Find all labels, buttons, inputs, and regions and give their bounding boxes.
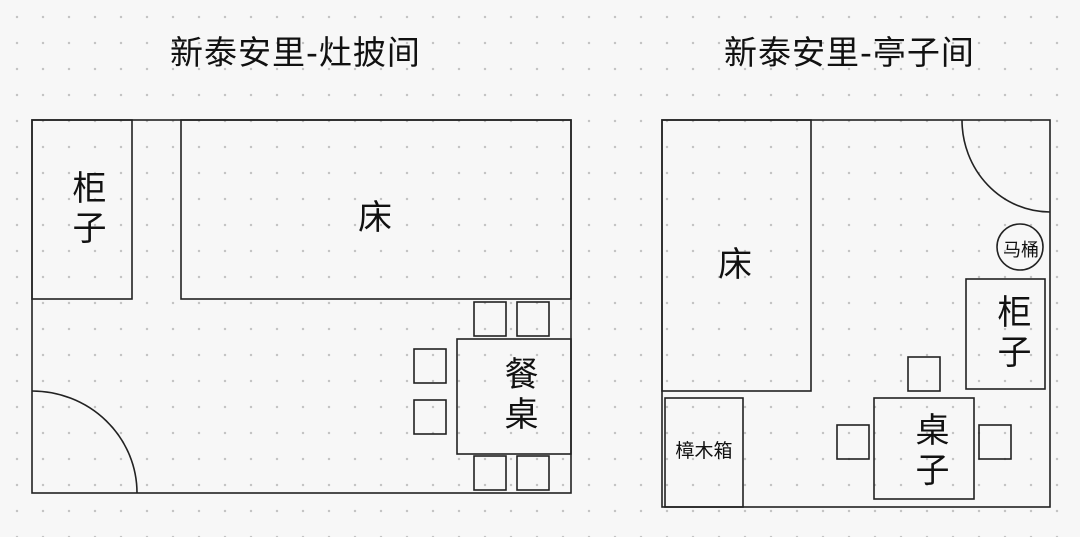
chair-top-left — [473, 301, 507, 337]
right-door-swing — [961, 119, 1051, 213]
camphor-chest — [664, 397, 744, 508]
left-room-outline — [31, 119, 572, 494]
right-cabinet-label: 柜子 — [991, 294, 1031, 374]
table-chair-left — [836, 424, 870, 460]
left-door-swing — [31, 390, 138, 494]
camphor-chest-label: 樟木箱 — [675, 440, 733, 462]
right-cabinet — [965, 278, 1046, 390]
toilet — [996, 223, 1044, 271]
left-cabinet — [31, 119, 133, 300]
chair-left-bottom — [413, 399, 447, 435]
chair-bottom-right — [516, 455, 550, 491]
dining-table-label: 餐桌 — [498, 356, 538, 436]
table-chair-right — [978, 424, 1012, 460]
right-bed-label: 床 — [718, 245, 752, 285]
left-plan-title: 新泰安里-灶披间 — [170, 33, 421, 72]
chair-left-top — [413, 348, 447, 384]
dining-table — [456, 338, 572, 455]
right-bed — [661, 119, 812, 392]
chair-bottom-left — [473, 455, 507, 491]
left-bed-label: 床 — [358, 198, 392, 238]
right-plan-title: 新泰安里-亭子间 — [724, 33, 975, 72]
chair-top-right — [516, 301, 550, 337]
table — [873, 397, 975, 500]
left-cabinet-label: 柜子 — [66, 170, 106, 250]
left-bed — [180, 119, 572, 300]
table-chair-top — [907, 356, 941, 392]
toilet-label: 马桶 — [1003, 240, 1039, 261]
table-label: 桌子 — [909, 412, 949, 492]
